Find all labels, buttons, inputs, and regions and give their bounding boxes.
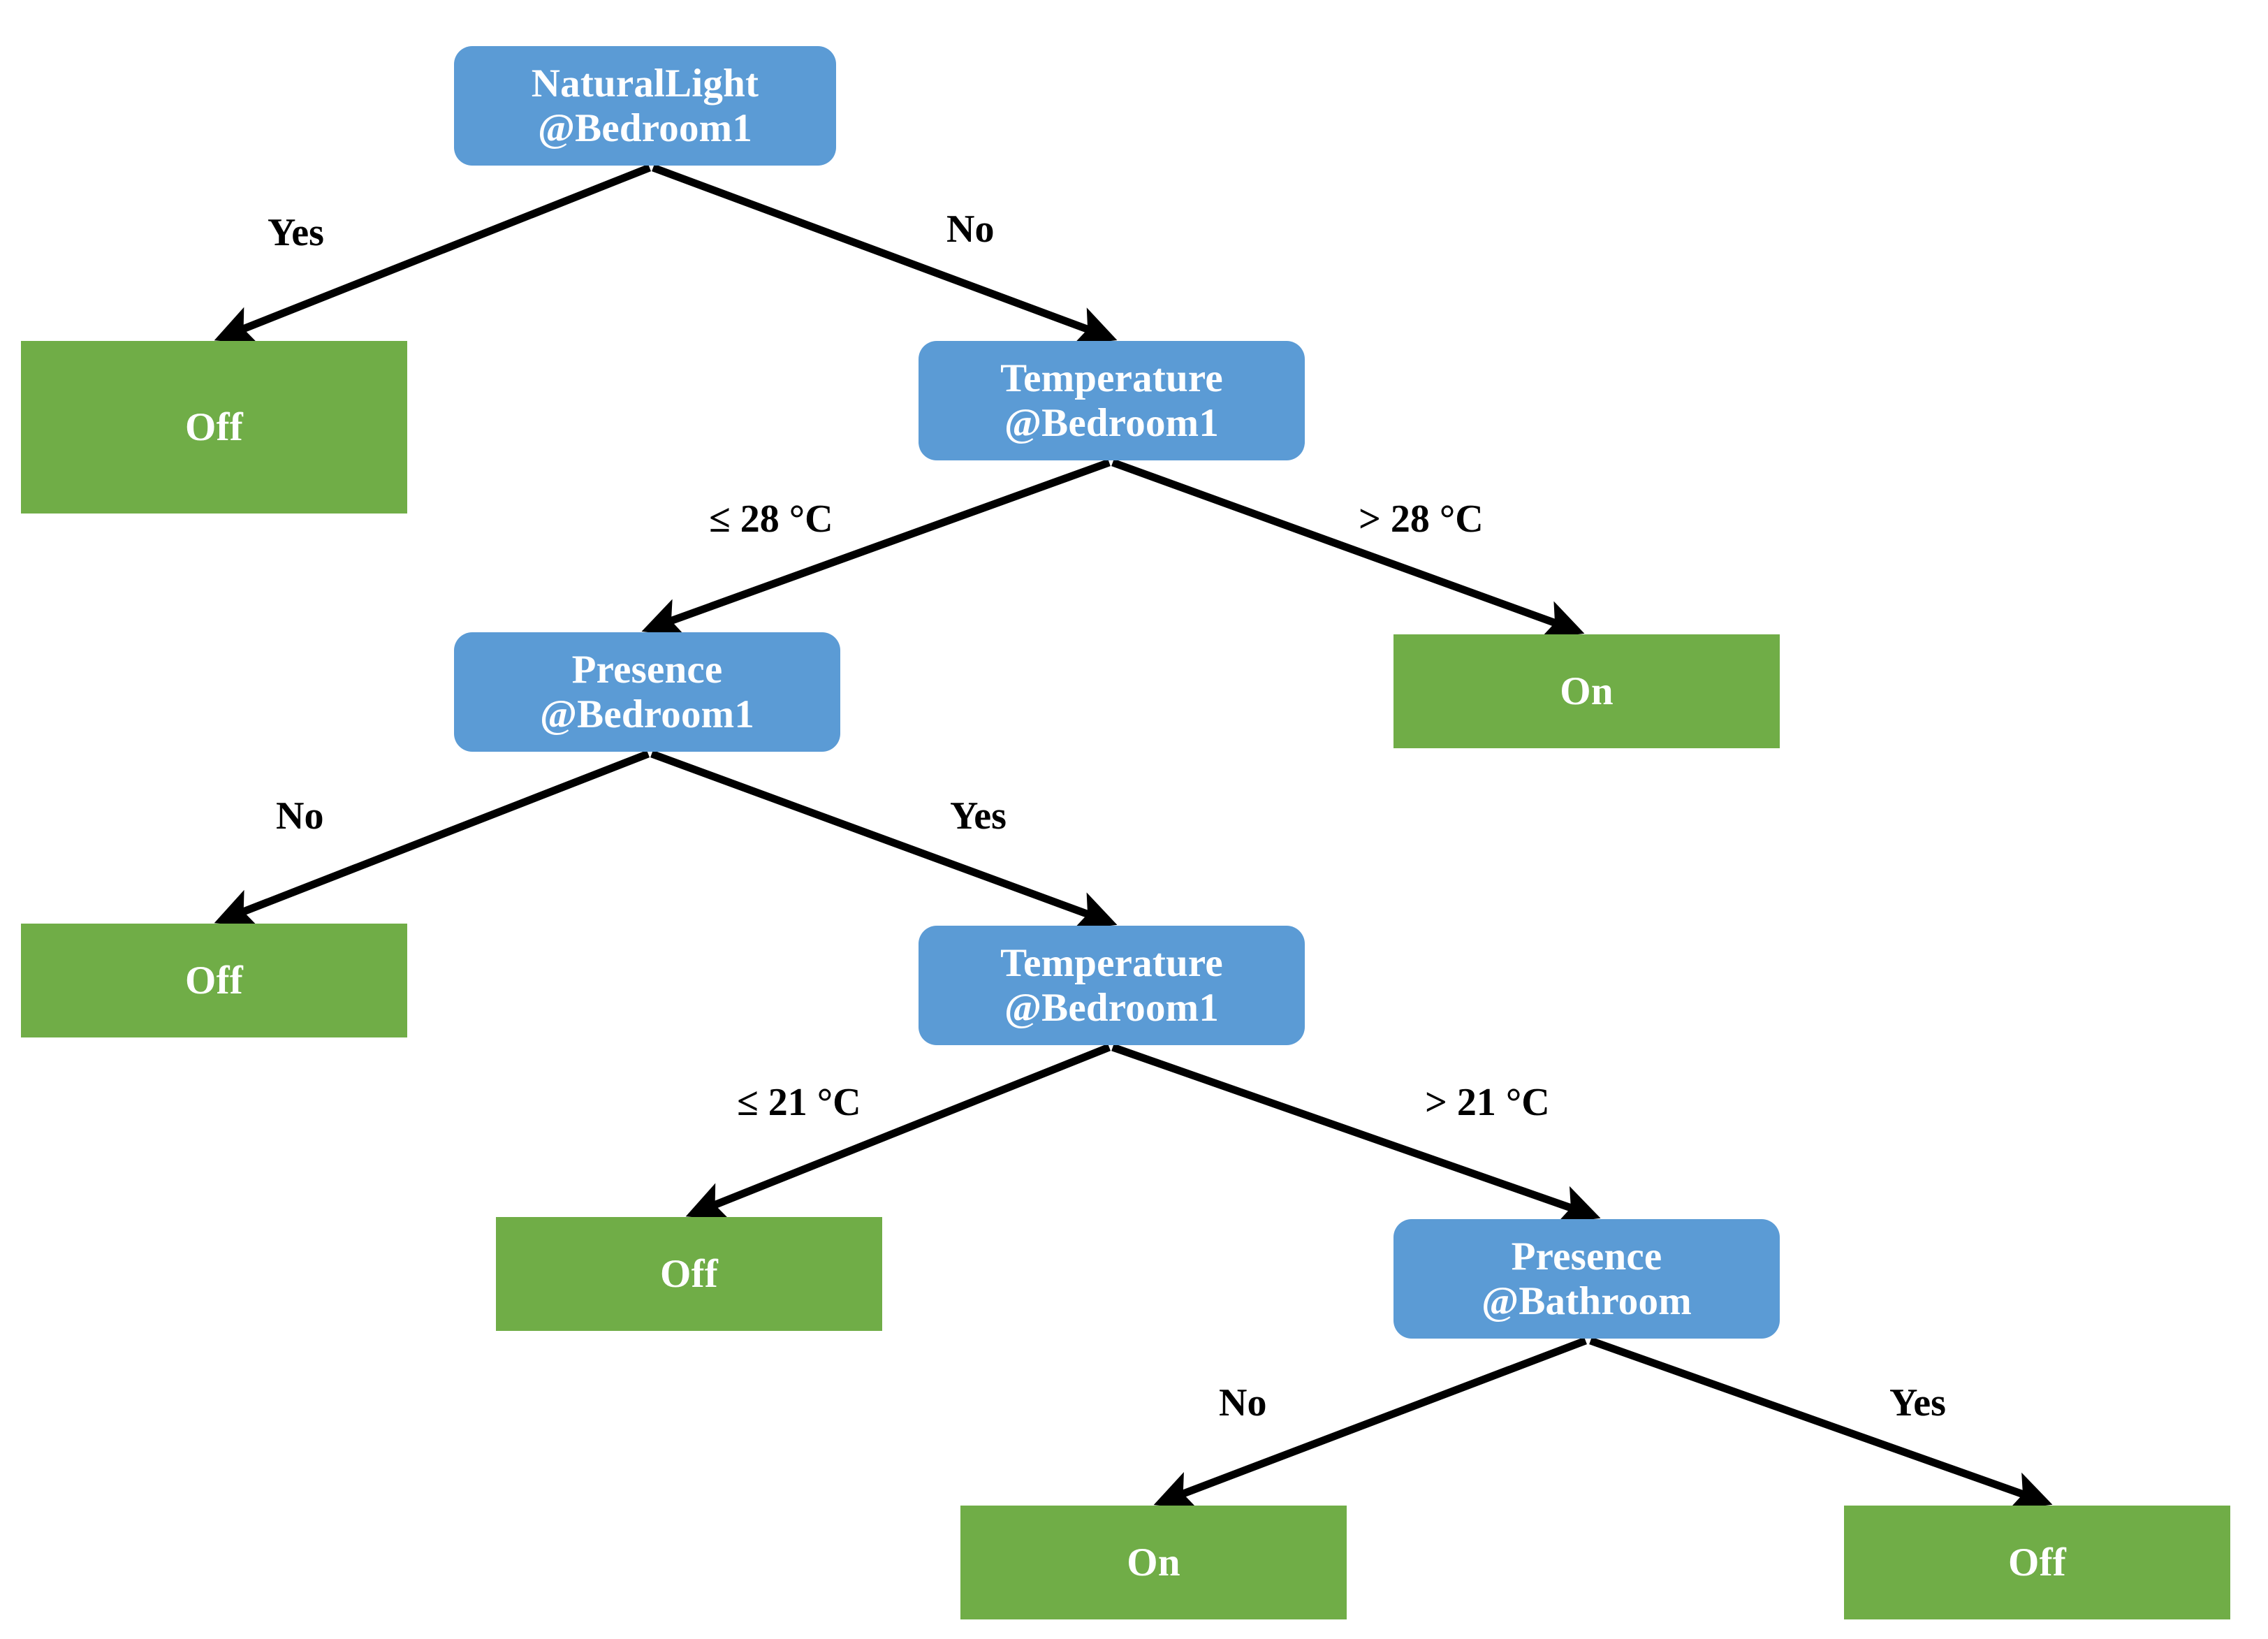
node-label-primary: Temperature xyxy=(1000,356,1223,400)
edge-temp_21-to-presence_bath xyxy=(1111,1043,1601,1224)
node-label-primary: Presence xyxy=(1511,1234,1662,1279)
node-label-secondary: @Bathroom xyxy=(1481,1279,1692,1323)
edge-temp_28-to-on_1 xyxy=(1111,458,1585,639)
decision-node-presence_bath[interactable]: Presence@Bathroom xyxy=(1393,1219,1780,1339)
edge-root-to-temp_28 xyxy=(652,163,1118,345)
edge-label-e6: Yes xyxy=(950,794,1007,838)
edge-label-e8: > 21 °C xyxy=(1425,1081,1550,1124)
node-label-primary: Temperature xyxy=(1000,940,1223,985)
edge-label-e3: ≤ 28 °C xyxy=(709,497,833,541)
edge-label-e10: Yes xyxy=(1889,1381,1946,1425)
node-label-primary: Off xyxy=(185,958,243,1003)
node-label-secondary: @Bedroom1 xyxy=(539,692,755,736)
decision-node-temp_21[interactable]: Temperature@Bedroom1 xyxy=(919,926,1305,1045)
node-label-primary: Off xyxy=(185,405,243,449)
node-label-primary: On xyxy=(1560,669,1614,713)
decision-node-temp_28[interactable]: Temperature@Bedroom1 xyxy=(919,341,1305,460)
node-label-primary: On xyxy=(1127,1540,1180,1585)
node-label-primary: Off xyxy=(660,1251,718,1296)
edge-label-e4: > 28 °C xyxy=(1359,497,1484,541)
edge-temp_21-to-off_3 xyxy=(685,1043,1111,1221)
edge-label-e7: ≤ 21 °C xyxy=(737,1081,861,1124)
node-label-secondary: @Bedroom1 xyxy=(1004,400,1220,445)
leaf-node-on_1[interactable]: On xyxy=(1393,634,1780,748)
decision-node-root[interactable]: NaturalLight@Bedroom1 xyxy=(454,46,836,166)
leaf-node-off_3[interactable]: Off xyxy=(496,1217,882,1331)
leaf-node-off_1[interactable]: Off xyxy=(21,341,407,513)
leaf-node-off_4[interactable]: Off xyxy=(1844,1506,2230,1619)
node-label-primary: Presence xyxy=(571,647,723,692)
decision-node-presence_bed[interactable]: Presence@Bedroom1 xyxy=(454,632,840,752)
edge-presence_bed-to-temp_21 xyxy=(650,750,1118,931)
node-label-secondary: @Bedroom1 xyxy=(537,105,753,150)
edge-label-e5: No xyxy=(276,794,324,838)
node-label-primary: NaturalLight xyxy=(531,61,759,105)
leaf-node-on_2[interactable]: On xyxy=(960,1506,1347,1619)
edge-temp_28-to-presence_bed xyxy=(641,458,1111,637)
edge-label-e1: Yes xyxy=(268,211,324,254)
leaf-node-off_2[interactable]: Off xyxy=(21,924,407,1037)
edge-label-e9: No xyxy=(1219,1381,1267,1425)
node-label-secondary: @Bedroom1 xyxy=(1004,985,1220,1030)
edge-presence_bath-to-off_4 xyxy=(1589,1336,2053,1510)
edge-label-e2: No xyxy=(946,207,995,251)
node-label-primary: Off xyxy=(2008,1540,2066,1585)
